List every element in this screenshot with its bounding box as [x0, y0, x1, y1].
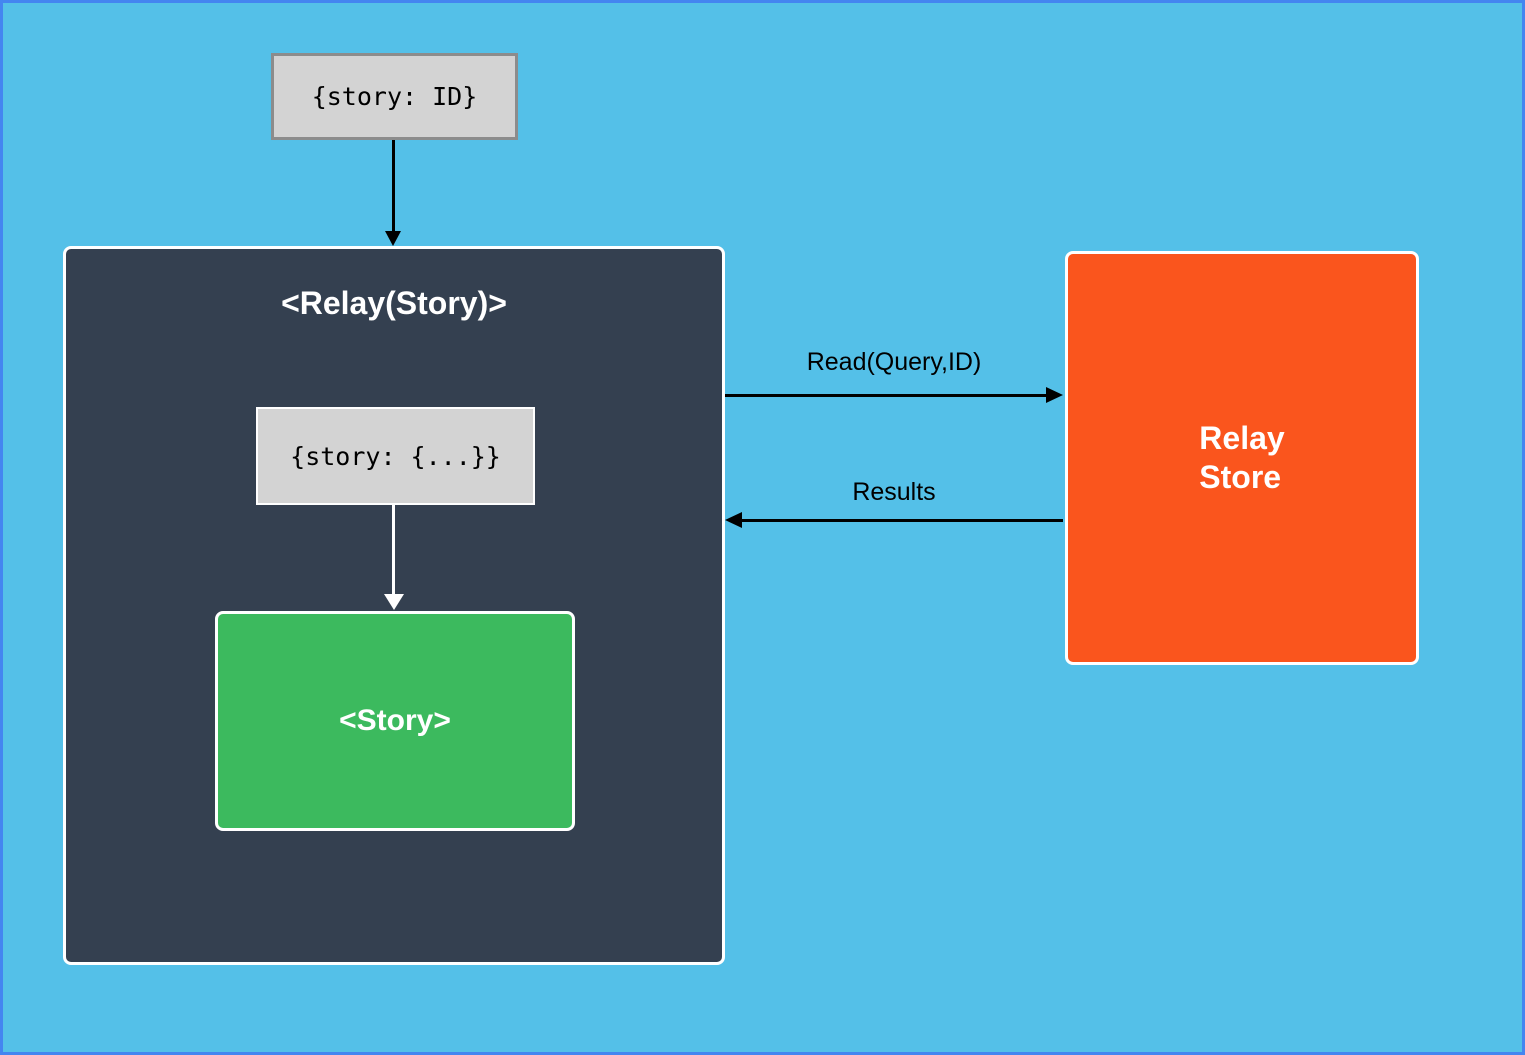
relay-store-label-line1: Relay: [1199, 420, 1285, 456]
resolved-props-code: {story: {...}}: [290, 441, 501, 471]
query-id-props-box: {story: ID}: [271, 53, 518, 140]
resolved-props-box: {story: {...}}: [256, 407, 535, 505]
relay-component-title: <Relay(Story)>: [281, 285, 507, 321]
props-to-story-arrow-line: [392, 505, 395, 595]
read-arrow-line: [725, 394, 1046, 397]
results-arrowhead-icon: [725, 512, 742, 528]
relay-component-box: <Relay(Story)> {story: {...}} <Story>: [63, 246, 725, 965]
results-edge-label: Results: [852, 478, 936, 506]
relay-store-box: Relay Store: [1065, 251, 1419, 665]
props-to-story-arrowhead-icon: [384, 594, 404, 610]
query-to-relay-arrow-line: [392, 140, 395, 232]
results-arrow-line: [742, 519, 1063, 522]
query-to-relay-arrowhead-icon: [385, 231, 401, 246]
read-edge-label: Read(Query,ID): [806, 348, 982, 376]
query-id-props-code: {story: ID}: [311, 82, 478, 111]
relay-store-label-line2: Store: [1199, 459, 1282, 495]
read-arrowhead-icon: [1046, 387, 1063, 403]
relay-store-label: Relay Store: [1199, 419, 1284, 497]
story-component-label: <Story>: [339, 704, 451, 737]
story-component-box: <Story>: [215, 611, 575, 831]
